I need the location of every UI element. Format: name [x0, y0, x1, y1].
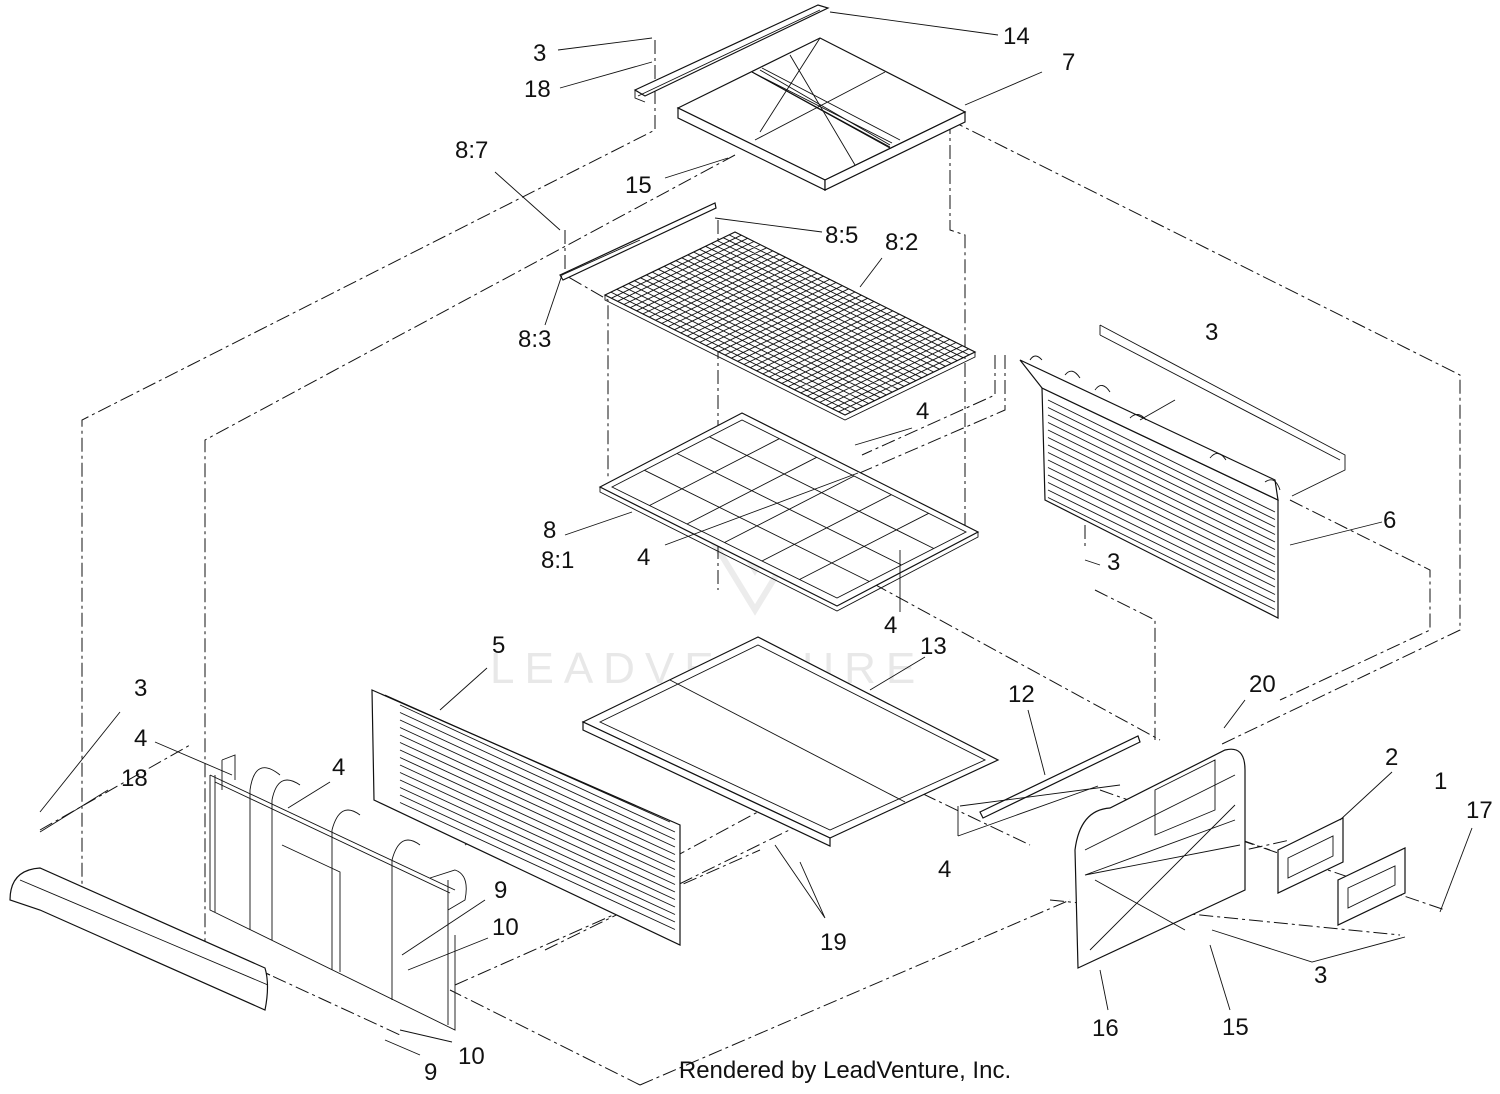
part-7-roof-panel	[676, 37, 967, 191]
callout-8-2: 8:2	[885, 229, 918, 256]
part-12-strip	[959, 735, 1141, 819]
part-20-front-panel	[1074, 748, 1246, 969]
callout-14: 14	[1003, 23, 1030, 50]
part-6-rear-wall	[1019, 324, 1346, 619]
callout-8: 8	[543, 517, 556, 544]
callout-6: 6	[1383, 507, 1396, 534]
callout-8-7: 8:7	[455, 137, 488, 164]
part-1-flange	[1337, 847, 1406, 926]
callout-3: 3	[1107, 549, 1120, 576]
callout-15: 15	[1222, 1014, 1249, 1041]
callout-9: 9	[494, 877, 507, 904]
callout-8-1: 8:1	[541, 547, 574, 574]
callout-3: 3	[1205, 319, 1218, 346]
callout-3: 3	[134, 675, 147, 702]
render-credit: Rendered by LeadVenture, Inc.	[678, 1057, 1012, 1084]
callout-4: 4	[884, 612, 897, 639]
callout-2: 2	[1385, 744, 1398, 771]
callout-10: 10	[458, 1043, 485, 1070]
callout-4: 4	[332, 754, 345, 781]
callout-3: 3	[1314, 962, 1327, 989]
part-2-flange	[1277, 817, 1344, 894]
part-4-front-frame	[209, 754, 467, 1031]
callout-4: 4	[916, 398, 929, 425]
callout-9: 9	[424, 1059, 437, 1086]
callout-8-5: 8:5	[825, 222, 858, 249]
callout-16: 16	[1092, 1015, 1119, 1042]
part-8-3-angle-strip	[559, 202, 717, 281]
part-14-roof-channel	[633, 4, 830, 103]
part-13-floor-panel	[581, 636, 1000, 847]
part-18-bumper	[9, 867, 269, 1011]
callout-5: 5	[492, 632, 505, 659]
callout-19: 19	[820, 929, 847, 956]
part-8-2-mesh-grid	[603, 231, 977, 421]
callout-10: 10	[492, 914, 519, 941]
callout-4: 4	[938, 856, 951, 883]
callout-17: 17	[1466, 797, 1493, 824]
callout-1: 1	[1434, 768, 1447, 795]
callout-7: 7	[1062, 49, 1075, 76]
leader-lines	[39, 11, 1473, 1056]
callout-18: 18	[121, 765, 148, 792]
part-8-floor-frame	[598, 412, 980, 612]
callout-labels: 14 3 18 7 8:7 15 8:5 8:2 8:3 3 4 8 8:1 4…	[121, 23, 1493, 1086]
callout-13: 13	[920, 633, 947, 660]
callout-15: 15	[625, 172, 652, 199]
callout-4: 4	[637, 544, 650, 571]
callout-4: 4	[134, 725, 147, 752]
callout-3: 3	[533, 40, 546, 67]
callout-20: 20	[1249, 671, 1276, 698]
callout-18: 18	[524, 76, 551, 103]
callout-12: 12	[1008, 681, 1035, 708]
callout-8-3: 8:3	[518, 326, 551, 353]
part-5-side-wall	[371, 689, 681, 946]
